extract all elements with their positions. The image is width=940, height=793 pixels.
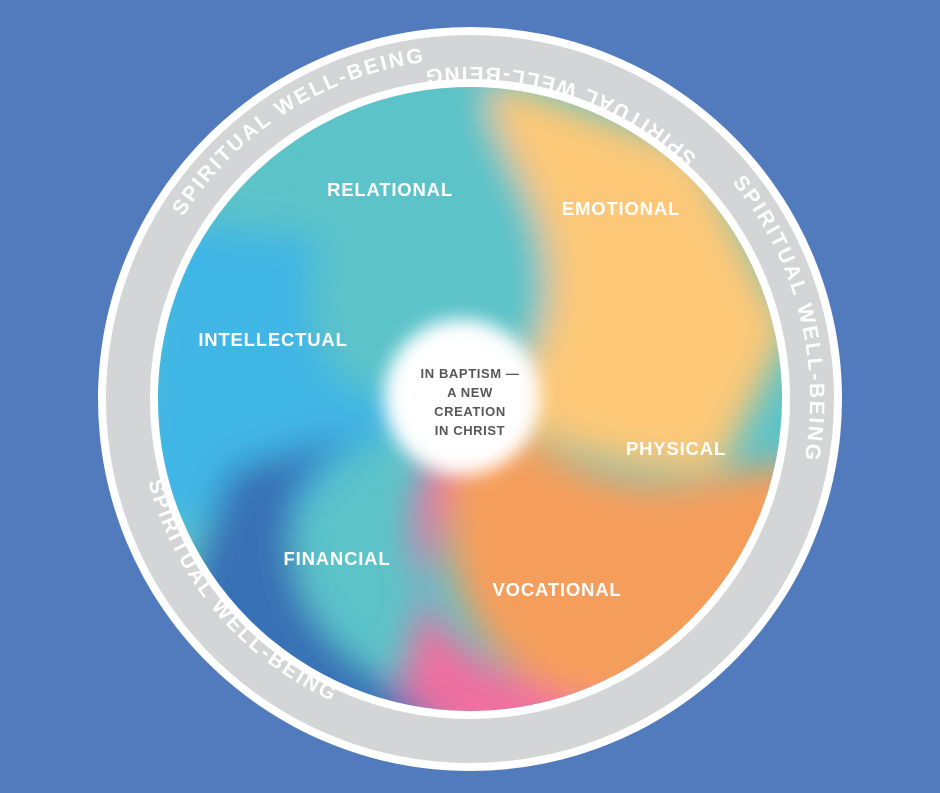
label-emotional: EMOTIONAL bbox=[562, 198, 680, 219]
label-financial: FINANCIAL bbox=[284, 548, 391, 569]
label-intellectual: INTELLECTUAL bbox=[198, 329, 347, 350]
label-vocational: VOCATIONAL bbox=[493, 579, 622, 600]
center-circle bbox=[384, 319, 540, 475]
center-line-1: IN BAPTISM — bbox=[421, 366, 520, 381]
label-physical: PHYSICAL bbox=[626, 438, 726, 459]
segment-intellectual bbox=[158, 220, 470, 520]
segment-relational bbox=[328, 87, 548, 399]
center-line-4: IN CHRIST bbox=[435, 423, 505, 438]
center-line-3: CREATION bbox=[434, 404, 506, 419]
label-relational: RELATIONAL bbox=[327, 179, 453, 200]
center-line-2: A NEW bbox=[447, 385, 493, 400]
segments-group bbox=[158, 87, 782, 711]
segment-vocational bbox=[400, 399, 700, 711]
